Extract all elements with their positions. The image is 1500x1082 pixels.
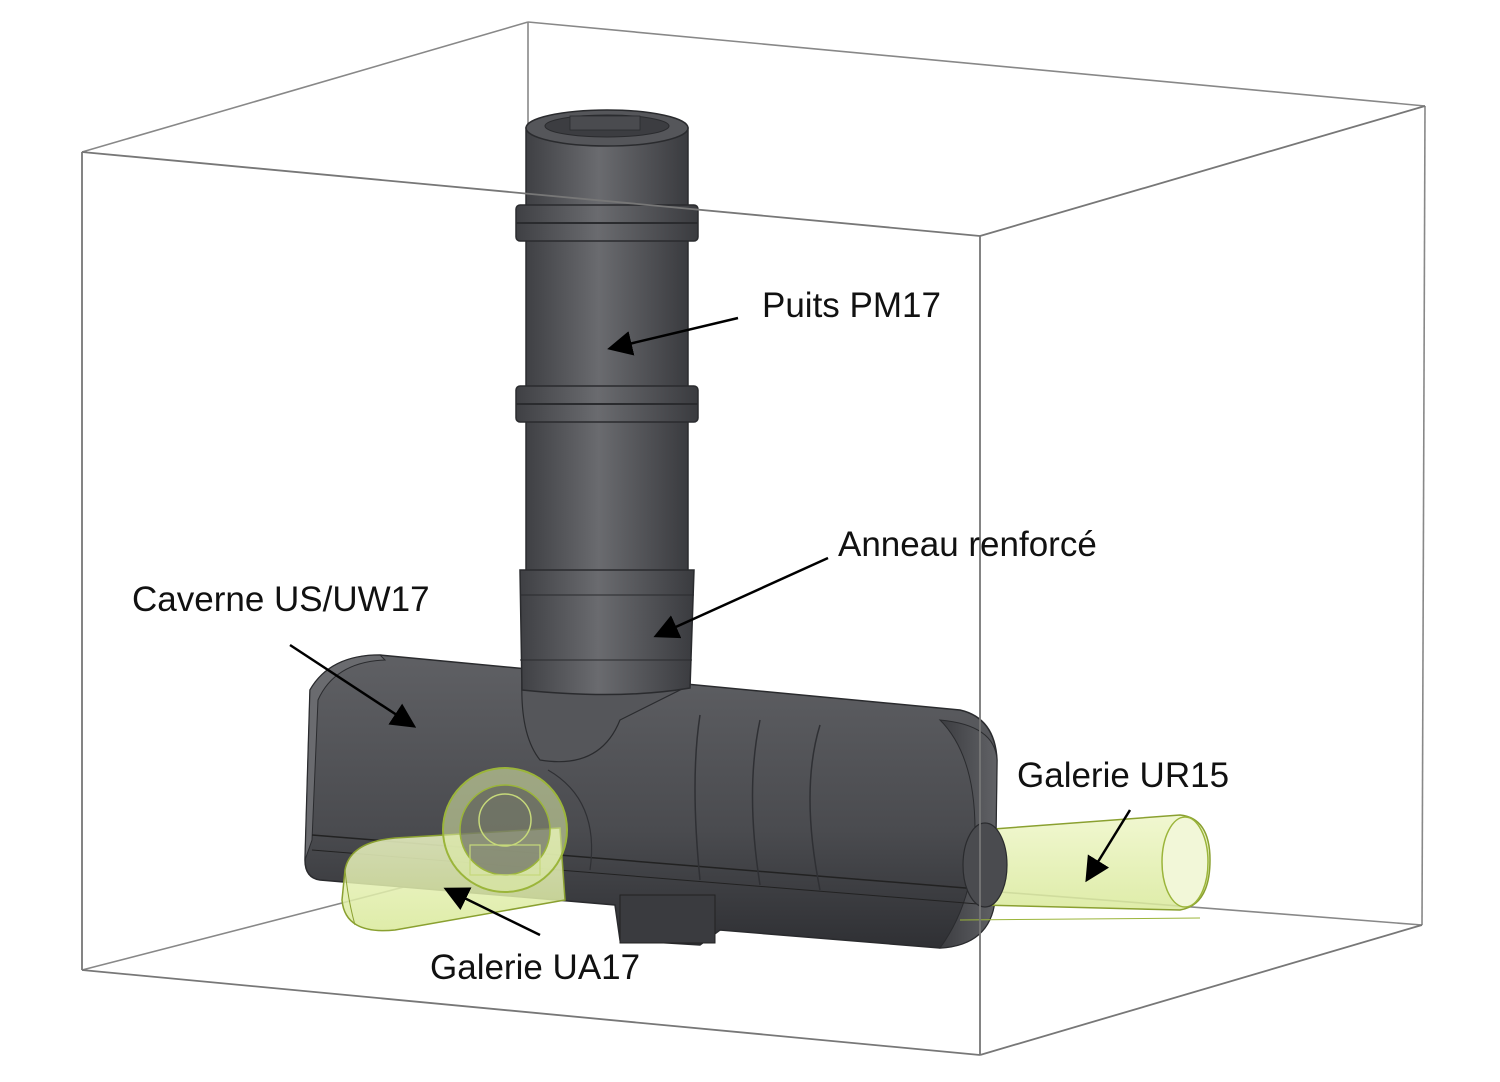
label-anneau-renforce: Anneau renforcé (838, 525, 1097, 564)
arrow-anneau (653, 556, 829, 639)
label-caverne-us-uw17: Caverne US/UW17 (132, 580, 430, 619)
arrow-caverne (289, 643, 417, 728)
arrows (289, 316, 1132, 937)
shaft-pm17 (515, 109, 699, 696)
label-galerie-ua17: Galerie UA17 (430, 948, 641, 987)
label-puits-pm17: Puits PM17 (762, 286, 941, 325)
arrow-ur15 (1085, 809, 1132, 883)
arrow-puits (607, 316, 739, 356)
arrow-ua17 (443, 887, 541, 937)
reinforced-ring (519, 569, 695, 696)
bounding-box-front (81, 105, 1426, 1056)
gallery-ua17 (341, 767, 568, 932)
label-galerie-ur15: Galerie UR15 (1017, 756, 1230, 795)
gallery-ur15 (959, 814, 1211, 921)
